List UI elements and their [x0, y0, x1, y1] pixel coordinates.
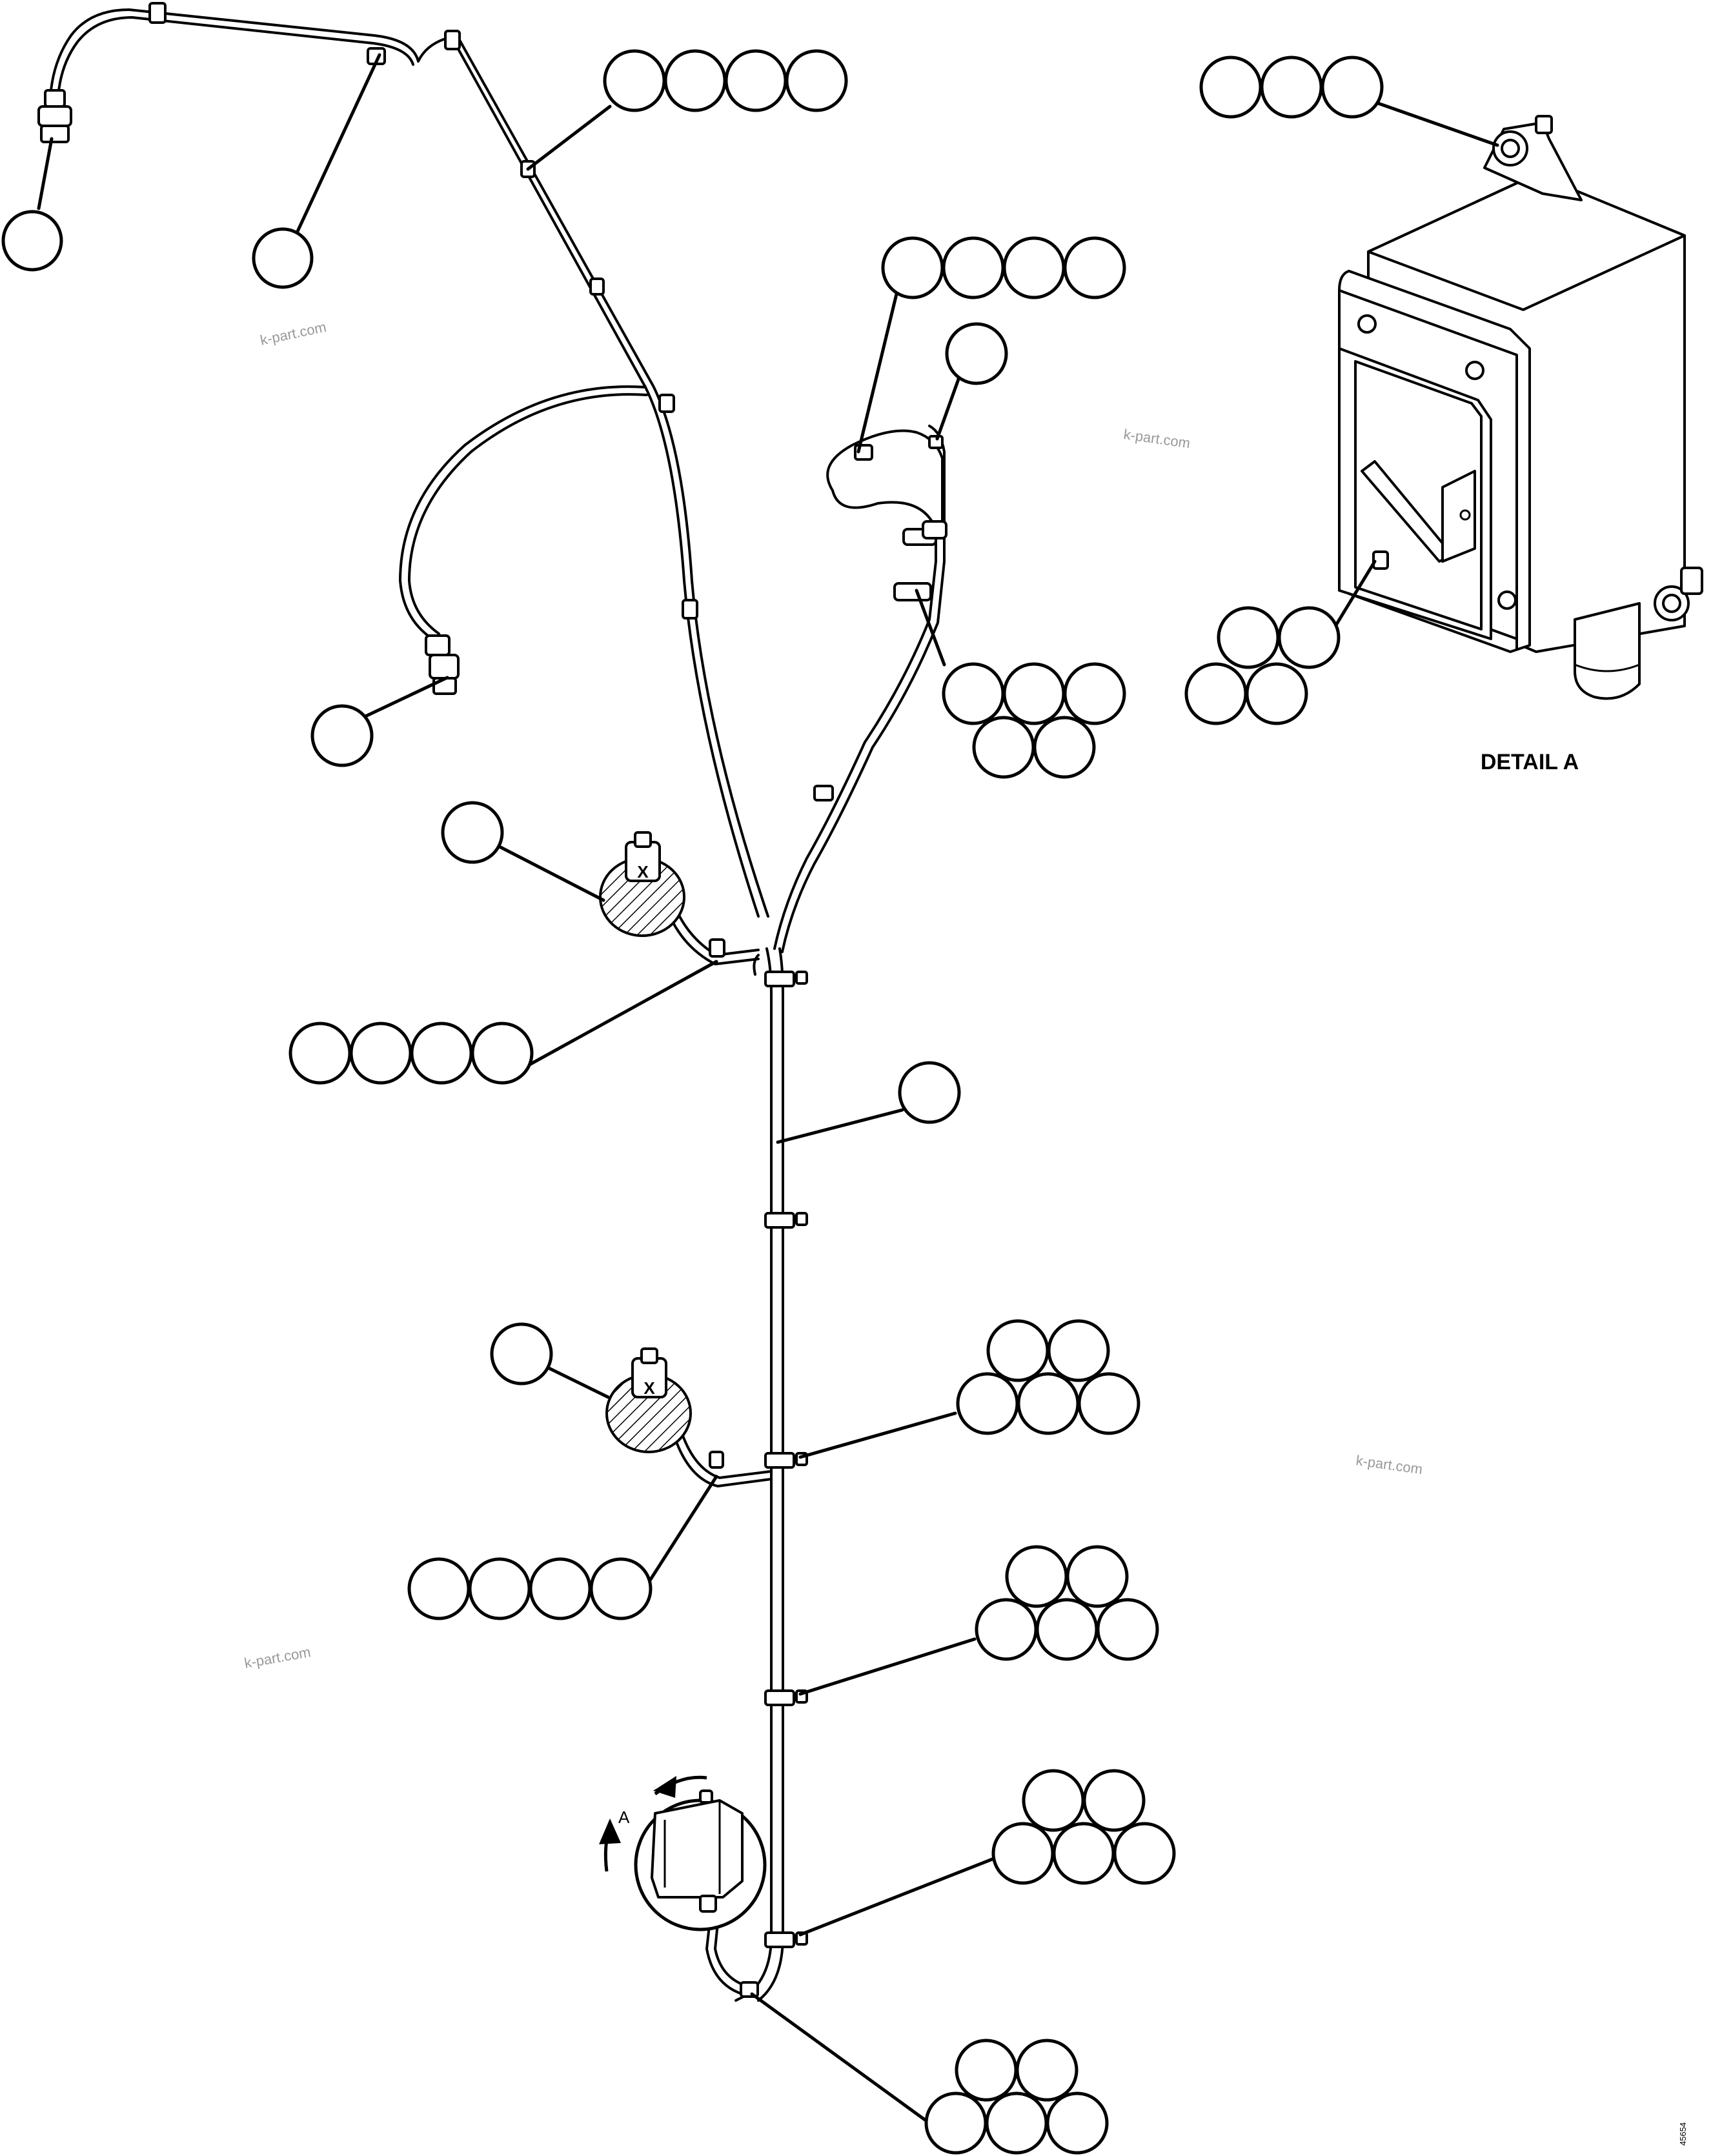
callout-bubble — [349, 1022, 412, 1085]
leader-lines — [37, 53, 1499, 2125]
callout-bubble — [1077, 1372, 1140, 1435]
callout-bubble — [1184, 662, 1248, 725]
callout-bubble — [603, 49, 666, 112]
callout-bubble — [1022, 1769, 1085, 1832]
callout-bubble — [468, 1557, 531, 1620]
callout-bubble — [471, 1022, 534, 1085]
callout-bubble — [1052, 1822, 1115, 1885]
callout-bubble — [1096, 1598, 1159, 1661]
callout-bubble — [881, 236, 944, 299]
top-left-connector — [37, 89, 72, 143]
callout-bubble — [991, 1822, 1055, 1885]
callout-bubble — [898, 1061, 961, 1124]
callout-bubble — [924, 2091, 988, 2155]
callout-bubble — [589, 1557, 653, 1620]
figure-code: 45654 — [1678, 2122, 1688, 2146]
callout-bubble — [942, 236, 1005, 299]
callout-bubble — [1, 210, 63, 272]
callout-bubble — [1002, 662, 1066, 725]
callout-bubble — [1066, 1545, 1129, 1608]
callout-bubble — [407, 1557, 471, 1620]
callout-bubble — [1321, 55, 1384, 119]
callout-bubble — [1113, 1822, 1176, 1885]
callout-bubble — [1015, 2039, 1079, 2102]
callout-bubble — [942, 662, 1005, 725]
upper-horn: X — [599, 831, 685, 937]
callout-bubble — [1277, 606, 1341, 669]
callout-bubble — [1002, 236, 1066, 299]
callout-bubble — [724, 49, 787, 112]
callout-bubble — [986, 1319, 1049, 1382]
callout-bubble — [1047, 1319, 1110, 1382]
detail-a-box: DETAIL A — [1338, 115, 1703, 774]
callout-bubble — [975, 1598, 1038, 1661]
callout-bubble — [1260, 55, 1323, 119]
callout-bubble — [289, 1022, 352, 1085]
watermark-text: k-part.com — [259, 319, 328, 348]
callout-bubble — [972, 716, 1035, 779]
callout-bubble — [663, 49, 727, 112]
callout-bubble — [310, 704, 374, 767]
detail-a-callout: A — [599, 1775, 767, 1931]
callout-bubble — [529, 1557, 592, 1620]
svg-text:X: X — [643, 1378, 655, 1398]
callout-bubble — [1033, 716, 1096, 779]
callout-bubble — [1245, 662, 1308, 725]
callout-bubble — [945, 322, 1008, 385]
callout-bubble — [1199, 55, 1262, 119]
detail-callout-letter: A — [618, 1808, 630, 1827]
watermark-text: k-part.com — [1355, 1452, 1423, 1477]
detail-title: DETAIL A — [1481, 750, 1579, 774]
wire-harness — [49, 8, 946, 2002]
callout-bubble — [410, 1022, 473, 1085]
callout-bubble — [1082, 1769, 1146, 1832]
watermark-text: k-part.com — [1122, 426, 1191, 451]
callout-bubble — [1063, 236, 1126, 299]
callout-bubble — [1017, 1372, 1080, 1435]
svg-text:X: X — [637, 862, 649, 882]
callout-bubble — [252, 227, 314, 289]
callout-bubble — [1063, 662, 1126, 725]
callout-bubble — [985, 2091, 1048, 2155]
callout-bubble — [441, 801, 504, 864]
callout-bubble — [955, 2039, 1018, 2102]
watermark-text: k-part.com — [243, 1644, 312, 1671]
callout-bubble — [1217, 606, 1280, 669]
callout-bubble — [956, 1372, 1019, 1435]
harness-clips — [148, 2, 947, 1998]
callout-bubble — [785, 49, 848, 112]
callout-bubbles — [1, 49, 1384, 2155]
callout-bubble — [490, 1322, 553, 1385]
lower-horn: X — [605, 1347, 692, 1453]
callout-bubble — [1046, 2091, 1109, 2155]
callout-bubble — [1035, 1598, 1099, 1661]
callout-bubble — [1005, 1545, 1068, 1608]
